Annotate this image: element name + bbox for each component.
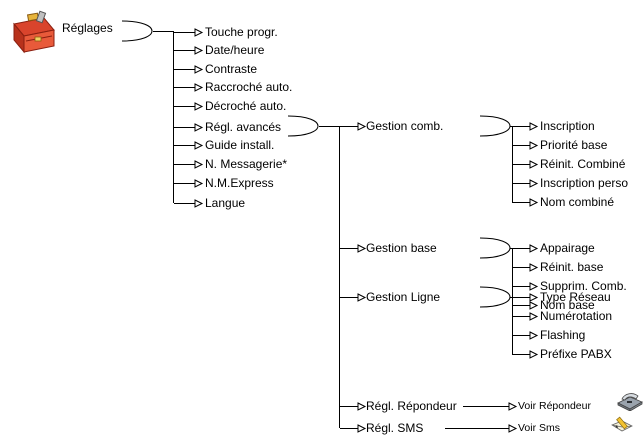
connector — [510, 126, 513, 127]
answering-machine-icon — [617, 393, 643, 411]
arrow-icon — [174, 179, 204, 188]
arrow-icon — [513, 141, 539, 150]
arrow-icon — [174, 46, 204, 55]
menu-item-l1-2[interactable]: Contraste — [205, 62, 258, 76]
menu-item-repondeur[interactable]: Régl. Répondeur — [366, 399, 457, 413]
menu-item-gestion-ligne[interactable]: Gestion Ligne — [366, 290, 441, 304]
link-voir-sms[interactable]: Voir Sms — [518, 422, 561, 434]
arrow-icon — [513, 282, 539, 291]
menu-item-l1-1[interactable]: Date/heure — [205, 43, 265, 57]
connector — [510, 248, 513, 249]
menu-item-gestion-comb[interactable]: Gestion comb. — [366, 119, 444, 133]
connector — [339, 126, 340, 406]
arrow-icon — [174, 28, 204, 37]
connector — [510, 297, 513, 298]
menu-item-gestion-base-0[interactable]: Appairage — [540, 241, 595, 255]
arrow-icon — [174, 123, 204, 132]
arrow-icon — [513, 331, 539, 340]
arrow-icon — [513, 122, 539, 131]
root-label: Réglages — [62, 21, 113, 35]
arrow-icon — [513, 301, 539, 310]
arrow-icon — [174, 160, 204, 169]
gestion-ligne-brace — [479, 286, 511, 308]
arrow-icon — [340, 293, 367, 302]
gestion-base-brace — [479, 237, 511, 259]
arrow-icon — [513, 312, 539, 321]
arrow-icon — [340, 244, 367, 253]
arrow-icon — [174, 199, 204, 208]
arrow-icon — [513, 350, 539, 359]
arrow-icon — [488, 402, 518, 411]
connector — [319, 126, 340, 127]
arrow-icon — [174, 65, 204, 74]
connector — [445, 428, 489, 429]
connector — [463, 406, 489, 407]
menu-item-l1-3[interactable]: Raccroché auto. — [205, 80, 293, 94]
link-voir-repondeur[interactable]: Voir Répondeur — [518, 400, 591, 412]
connector — [512, 126, 513, 203]
arrow-icon — [174, 83, 204, 92]
connector — [512, 248, 513, 306]
menu-item-gestion-base-1[interactable]: Réinit. base — [540, 260, 604, 274]
menu-item-gestion-comb-0[interactable]: Inscription — [540, 119, 595, 133]
menu-item-gestion-ligne-1[interactable]: Numérotation — [540, 309, 613, 323]
root-brace — [121, 20, 153, 42]
menu-item-gestion-base[interactable]: Gestion base — [366, 241, 437, 255]
menu-item-gestion-ligne-3[interactable]: Préfixe PABX — [540, 347, 612, 361]
menu-item-gestion-comb-1[interactable]: Priorité base — [540, 138, 608, 152]
arrow-icon — [513, 179, 539, 188]
menu-item-gestion-ligne-0[interactable]: Type Réseau — [540, 290, 611, 304]
connector — [153, 31, 174, 32]
arrow-icon — [340, 402, 367, 411]
gestion-comb-brace — [479, 115, 511, 137]
envelope-pencil-icon — [611, 416, 633, 432]
arrow-icon — [513, 244, 539, 253]
menu-item-l1-6[interactable]: Guide install. — [205, 138, 275, 152]
menu-item-l1-4[interactable]: Décroché auto. — [205, 99, 287, 113]
menu-item-l1-9[interactable]: Langue — [205, 196, 246, 210]
menu-item-gestion-comb-3[interactable]: Inscription perso — [540, 176, 629, 190]
arrow-icon — [174, 141, 204, 150]
arrow-icon — [513, 263, 539, 272]
menu-item-gestion-base-2[interactable]: Supprim. Comb. — [540, 279, 627, 293]
connector — [512, 297, 513, 355]
connector — [173, 31, 174, 203]
menu-item-l1-0[interactable]: Touche progr. — [205, 25, 278, 39]
arrow-icon — [340, 122, 367, 131]
menu-item-sms[interactable]: Régl. SMS — [366, 421, 424, 435]
menu-item-gestion-comb-2[interactable]: Réinit. Combiné — [540, 157, 626, 171]
arrow-icon — [340, 424, 367, 433]
arrow-icon — [513, 198, 539, 207]
menu-item-l1-8[interactable]: N.M.Express — [205, 176, 274, 190]
arrow-icon — [174, 102, 204, 111]
connector — [339, 406, 340, 428]
advanced-brace — [287, 115, 319, 137]
arrow-icon — [513, 293, 539, 302]
toolbox-icon — [13, 10, 55, 54]
menu-item-gestion-ligne-2[interactable]: Flashing — [540, 328, 586, 342]
menu-item-l1-7[interactable]: N. Messagerie* — [205, 157, 288, 171]
menu-item-gestion-comb-4[interactable]: Nom combiné — [540, 195, 615, 209]
menu-item-l1-5[interactable]: Régl. avancés — [205, 120, 282, 134]
arrow-icon — [488, 424, 518, 433]
menu-item-gestion-base-3[interactable]: Nom base — [540, 298, 595, 312]
arrow-icon — [513, 160, 539, 169]
